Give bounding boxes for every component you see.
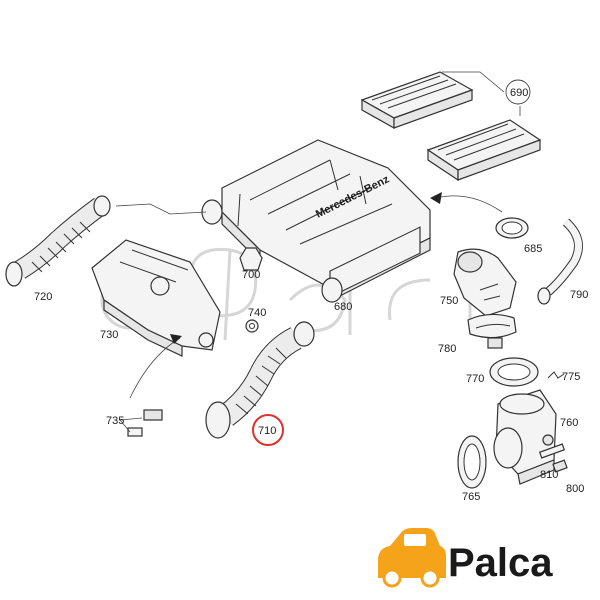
air-mass-sensor[interactable] [453, 248, 517, 317]
clip[interactable] [239, 247, 263, 271]
callout-690-circle [505, 79, 531, 105]
car-icon [378, 528, 446, 588]
palca-logo: Palca [378, 528, 553, 588]
label-770[interactable]: 770 [466, 373, 484, 385]
label-690[interactable]: 690 [510, 87, 528, 99]
sealing-ring[interactable] [457, 435, 487, 489]
label-685[interactable]: 685 [524, 243, 542, 255]
label-780[interactable]: 780 [438, 343, 456, 355]
intake-duct-left[interactable] [5, 195, 111, 287]
label-790[interactable]: 790 [570, 289, 588, 301]
air-box-bracket[interactable] [91, 239, 221, 357]
air-filter-upper[interactable] [360, 71, 474, 130]
label-720[interactable]: 720 [34, 291, 52, 303]
arrow-head-bracket [170, 334, 182, 344]
palca-wordmark: Palca [448, 541, 553, 585]
label-775[interactable]: 775 [562, 371, 580, 383]
label-735[interactable]: 735 [106, 415, 124, 427]
hose-clamp[interactable] [467, 313, 517, 349]
arrow-to-airbox [435, 195, 503, 213]
bolt[interactable] [538, 443, 566, 459]
label-810[interactable]: 810 [540, 469, 558, 481]
breather-hose[interactable] [537, 218, 583, 305]
air-box-housing[interactable]: Mercedes-Benz [201, 139, 431, 303]
label-680[interactable]: 680 [334, 301, 352, 313]
air-filter-lower[interactable] [426, 119, 542, 182]
intake-duct-main[interactable] [205, 321, 315, 439]
clamp-ring[interactable] [489, 357, 539, 387]
label-710[interactable]: 710 [258, 425, 276, 437]
seal-ring[interactable] [495, 217, 529, 239]
label-760[interactable]: 760 [560, 417, 578, 429]
highlight-ring-710 [252, 414, 284, 446]
label-765[interactable]: 765 [462, 491, 480, 503]
leader-720 [115, 203, 207, 215]
label-750[interactable]: 750 [440, 295, 458, 307]
fastener-clip[interactable] [119, 409, 163, 437]
leader-690 [442, 71, 521, 116]
spring-clip[interactable] [547, 371, 565, 379]
label-700[interactable]: 700 [242, 269, 260, 281]
arrow-head-airbox [430, 192, 442, 204]
sleeve[interactable] [552, 459, 568, 473]
label-730[interactable]: 730 [100, 329, 118, 341]
label-800[interactable]: 800 [566, 483, 584, 495]
label-740[interactable]: 740 [248, 307, 266, 319]
grommet[interactable] [245, 319, 259, 333]
